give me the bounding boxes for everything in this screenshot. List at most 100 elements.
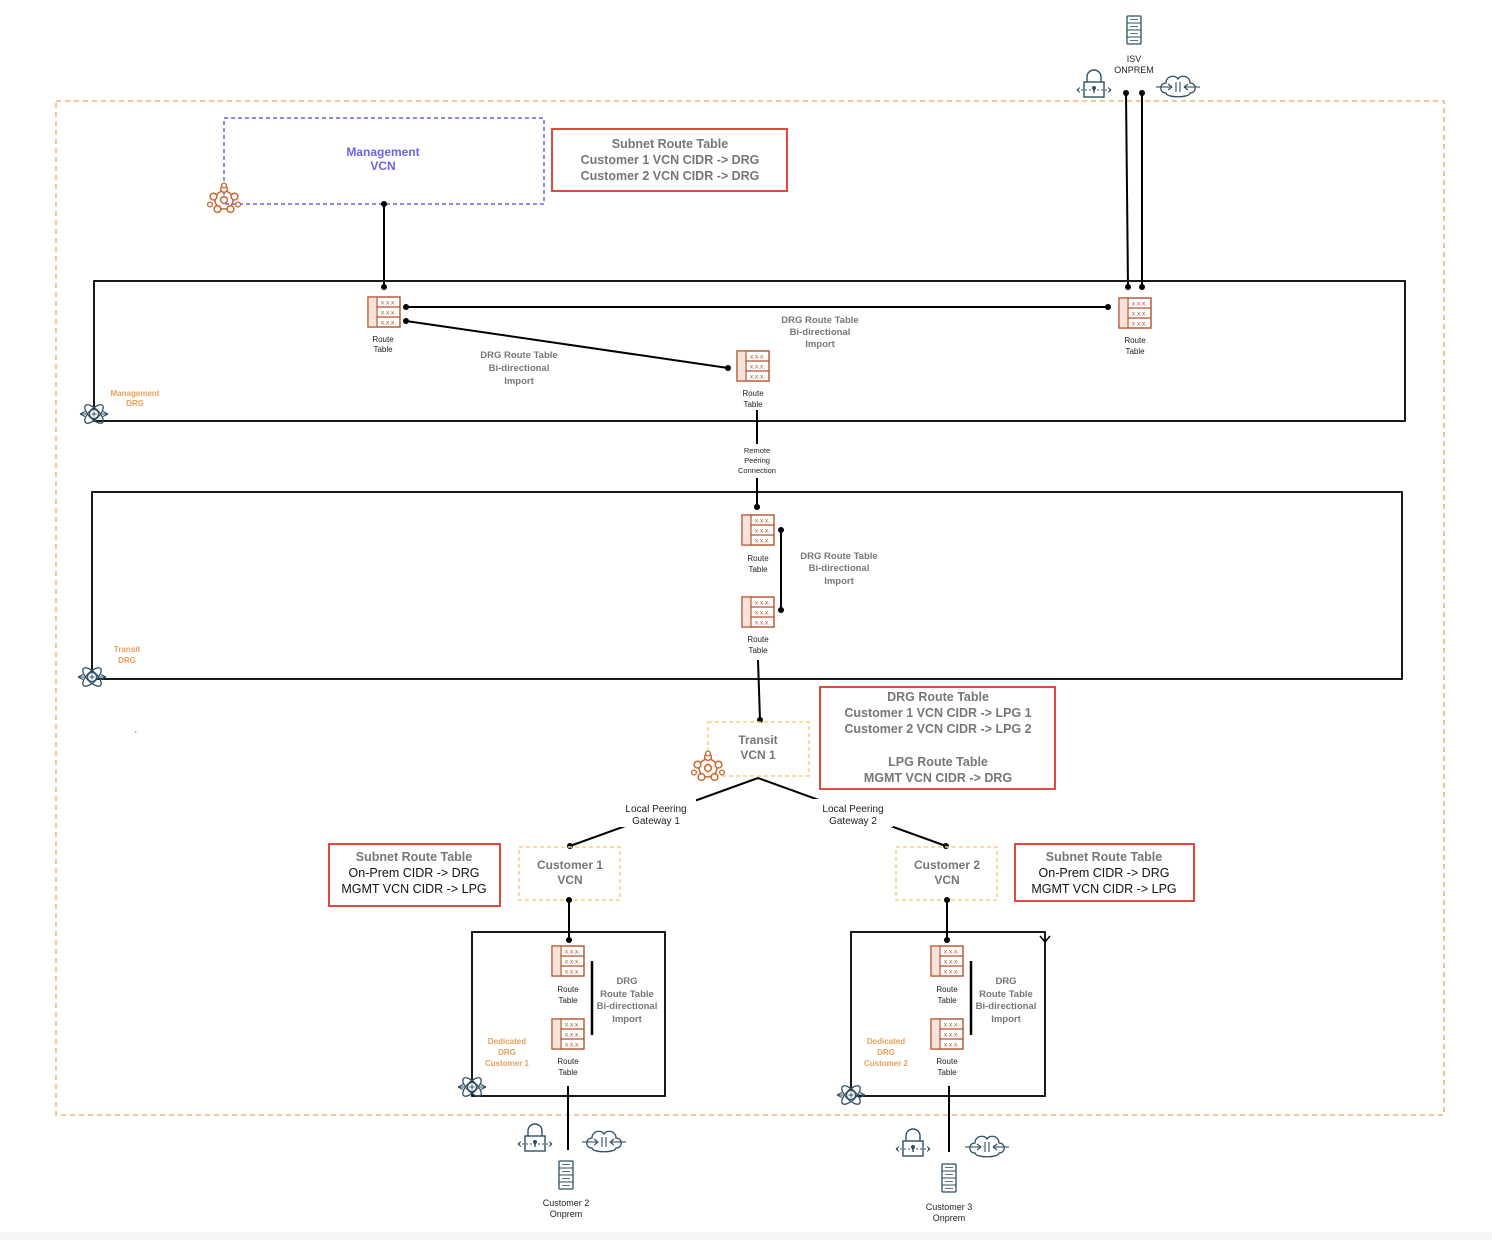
route-table-label: Route: [936, 1057, 958, 1066]
route-table-label: Table: [748, 646, 768, 655]
route-table-label: Route: [557, 985, 579, 994]
route-table-label: Route: [372, 335, 394, 344]
mgmt-drg-rt-annotation-left: DRG Route Table: [480, 350, 557, 361]
route-table-icon: x.x.x.x.x.x.x.x.x.: [367, 296, 401, 328]
mgmt-subnet-rt-line1: Customer 1 VCN CIDR -> DRG: [581, 153, 760, 167]
route-table-cell: x.x.x.: [944, 949, 959, 956]
route-table-icon: x.x.x.x.x.x.x.x.x.: [930, 945, 964, 977]
route-table-cell: x.x.x.: [750, 374, 765, 381]
customer2-subnet-rt-line1: On-Prem CIDR -> DRG: [1039, 866, 1170, 880]
route-table-cell: x.x.x.: [755, 620, 770, 627]
customer1-vcn-subtitle: VCN: [557, 873, 582, 887]
dedicated-drg-2-annotation-2: Route Table: [979, 989, 1033, 1000]
route-table-cell: x.x.x.: [565, 959, 580, 966]
transit-lpg-rt-line1: MGMT VCN CIDR -> DRG: [864, 771, 1012, 785]
route-table-label: Route: [557, 1057, 579, 1066]
customer2-subnet-rt-title: Subnet Route Table: [1046, 850, 1162, 864]
route-table-cell: x.x.x.: [750, 364, 765, 371]
dedicated-drg-1-annotation: DRG: [616, 976, 637, 987]
dedicated-drg-1-label-2: DRG: [498, 1048, 516, 1057]
route-table-cell: x.x.x.: [1132, 301, 1147, 308]
route-table-label: Table: [373, 345, 393, 354]
transit-lpg-rt-title: LPG Route Table: [888, 755, 988, 769]
transit-vcn-title: Transit: [738, 733, 777, 747]
management-vcn-subtitle: VCN: [370, 159, 395, 173]
route-table-label: Route: [1124, 336, 1146, 345]
route-table-cell: x.x.x.: [750, 354, 765, 361]
isv-vpn-lock-icon: [1076, 69, 1112, 98]
dedicated-drg-1-annotation-3: Bi-directional: [597, 1001, 658, 1012]
mgmt-subnet-route-table-box: [551, 128, 788, 192]
management-vcn-title: Management: [346, 145, 419, 159]
transit-drg-annotation: DRG Route Table: [800, 551, 877, 562]
customer2-subnet-rt-box: [1014, 843, 1195, 902]
customer2-server-icon: [558, 1160, 574, 1190]
customer3-onprem-label-2: Onprem: [933, 1213, 966, 1223]
dedicated-drg-1-label-3: Customer 1: [485, 1059, 530, 1068]
route-table-icon: x.x.x. x.x.x. x.x.x.: [741, 514, 775, 546]
isv-label: ISV: [1127, 54, 1142, 64]
dedicated-drg-1-annotation-4: Import: [612, 1014, 642, 1025]
route-table-label: Route: [747, 554, 769, 563]
dedicated-drg-2-label: Dedicated: [867, 1037, 905, 1046]
route-table-cell: x.x.x.: [381, 300, 396, 307]
lpg1-label: Local Peering: [625, 804, 686, 815]
route-table-label: Table: [937, 1068, 957, 1077]
route-table-icon: x.x.x.x.x.x.x.x.x.: [551, 1018, 585, 1050]
mgmt-drg-rt-annotation-left-2: Bi-directional: [489, 363, 550, 374]
customer3-server-icon: [941, 1163, 957, 1193]
route-table-cell: x.x.x.: [755, 528, 770, 535]
customer1-subnet-rt-box: [328, 843, 501, 907]
route-table-label: Table: [937, 996, 957, 1005]
route-table-cell: x.x.x.: [565, 969, 580, 976]
route-table-cell: x.x.x.: [944, 1032, 959, 1039]
rpc-label-2: Peering: [744, 456, 770, 465]
transit-drg-annotation-3: Import: [824, 576, 854, 587]
route-table-cell: x.x.x.: [944, 969, 959, 976]
rpc-label-3: Connection: [738, 466, 776, 475]
dedicated-drg-2-label-2: DRG: [877, 1048, 895, 1057]
stray-mark: `: [134, 730, 137, 742]
isv-fastconnect-cloud-icon: [1155, 75, 1201, 98]
mgmt-subnet-rt-line2: Customer 2 VCN CIDR -> DRG: [581, 169, 760, 183]
mgmt-subnet-rt-title: Subnet Route Table: [612, 137, 728, 151]
transit-drg-rt-line1: Customer 1 VCN CIDR -> LPG 1: [844, 706, 1031, 720]
route-table-cell: x.x.x.: [1132, 311, 1147, 318]
route-table-cell: x.x.x.: [565, 949, 580, 956]
route-table-label: Table: [558, 1068, 578, 1077]
dedicated-drg-2-annotation-4: Import: [991, 1014, 1021, 1025]
isv-server-icon: [1126, 15, 1142, 45]
dedicated-drg-1-annotation-2: Route Table: [600, 989, 654, 1000]
customer2-vcn-subtitle: VCN: [934, 873, 959, 887]
transit-drg-annotation-2: Bi-directional: [809, 563, 870, 574]
management-drg-label-2: DRG: [126, 399, 144, 408]
customer2-subnet-rt-line2: MGMT VCN CIDR -> LPG: [1031, 882, 1176, 896]
route-table-label: Route: [742, 389, 764, 398]
customer2-fastconnect-cloud-icon: [581, 1130, 627, 1153]
transit-route-tables-box: [819, 686, 1056, 790]
customer3-fastconnect-cloud-icon: [964, 1135, 1010, 1158]
lpg2-label-2: Gateway 2: [829, 816, 877, 827]
route-table-icon: x.x.x.x.x.x.x.x.x.: [741, 596, 775, 628]
route-table-cell: x.x.x.: [944, 1042, 959, 1049]
transit-drg-label-2: DRG: [118, 656, 136, 665]
mgmt-drg-rt-annotation-right-2: Bi-directional: [790, 327, 851, 338]
route-table-cell: x.x.x.: [755, 518, 770, 525]
route-table-cell: x.x.x.: [381, 320, 396, 327]
route-table-cell: x.x.x.: [944, 1022, 959, 1029]
mgmt-drg-rt-annotation-right: DRG Route Table: [781, 315, 858, 326]
customer1-vcn-title: Customer 1: [537, 858, 603, 872]
customer3-onprem-label: Customer 3: [926, 1202, 973, 1212]
route-table-label: Table: [1125, 347, 1145, 356]
customer2-onprem-label: Customer 2: [543, 1198, 590, 1208]
dedicated-drg-1-label: Dedicated: [488, 1037, 526, 1046]
management-drg-label: Management: [111, 389, 160, 398]
dedicated-drg-2-annotation-3: Bi-directional: [976, 1001, 1037, 1012]
route-table-cell: x.x.x.: [755, 538, 770, 545]
route-table-icon: x.x.x. x.x.x. x.x.x.: [736, 350, 770, 382]
mgmt-drg-rt-annotation-left-3: Import: [504, 376, 534, 387]
tenancy-boundary: [55, 100, 1445, 1116]
transit-vcn-box: [707, 721, 810, 777]
route-table-icon: x.x.x. x.x.x. x.x.x.: [551, 945, 585, 977]
isv-label-2: ONPREM: [1114, 65, 1154, 75]
